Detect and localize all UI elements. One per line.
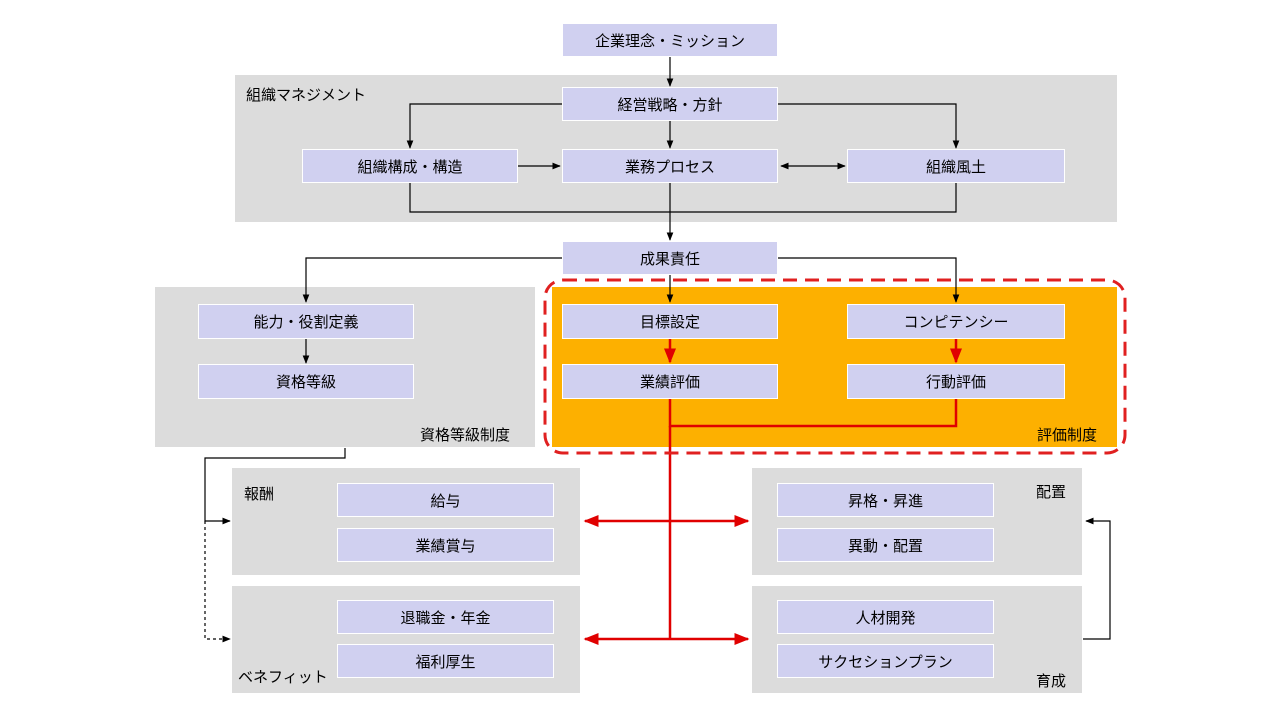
arrow-grade-compensation (204, 448, 346, 525)
bonus-node: 業績賞与 (337, 528, 554, 562)
evaluation-dashed-border (543, 278, 1127, 455)
development-label: 育成 (1036, 672, 1067, 690)
arrow-development-placement (1083, 517, 1111, 640)
behavior-eval-node: 行動評価 (847, 364, 1065, 399)
role-definition-node: 能力・役割定義 (198, 304, 414, 339)
strategy-node: 経営戦略・方針 (562, 87, 778, 121)
compensation-label: 報酬 (244, 485, 275, 503)
grade-node: 資格等級 (198, 364, 414, 399)
accountability-node: 成果責任 (562, 241, 778, 275)
placement-label: 配置 (1036, 483, 1067, 501)
business-process-node: 業務プロセス (562, 149, 778, 183)
org-management-label: 組織マネジメント (246, 86, 367, 104)
arrow-strategy-culture (778, 103, 960, 149)
arrow-accountability-competency (778, 257, 960, 303)
performance-eval-node: 業績評価 (562, 364, 778, 399)
competency-node: コンピテンシー (847, 304, 1065, 339)
evaluation-system-label: 評価制度 (1037, 426, 1098, 444)
talent-dev-node: 人材開発 (777, 600, 994, 634)
transfer-node: 異動・配置 (777, 528, 994, 562)
arrow-grade-benefits-dashed (204, 521, 231, 643)
grade-system-label: 資格等級制度 (420, 426, 511, 444)
arrow-accountability-role (302, 257, 562, 303)
org-culture-node: 組織風土 (847, 149, 1065, 183)
succession-node: サクセションプラン (777, 644, 994, 678)
goal-setting-node: 目標設定 (562, 304, 778, 339)
salary-node: 給与 (337, 483, 554, 517)
org-structure-node: 組織構成・構造 (302, 149, 518, 183)
red-line-evaluation-merge (668, 398, 958, 428)
pension-node: 退職金・年金 (337, 600, 554, 634)
mission-node: 企業理念・ミッション (562, 23, 778, 57)
promotion-node: 昇格・昇進 (777, 483, 994, 517)
arrow-strategy-structure (406, 103, 562, 149)
benefits-label: ベネフィット (238, 668, 328, 686)
line-structure-bottom (409, 183, 957, 213)
welfare-node: 福利厚生 (337, 644, 554, 678)
